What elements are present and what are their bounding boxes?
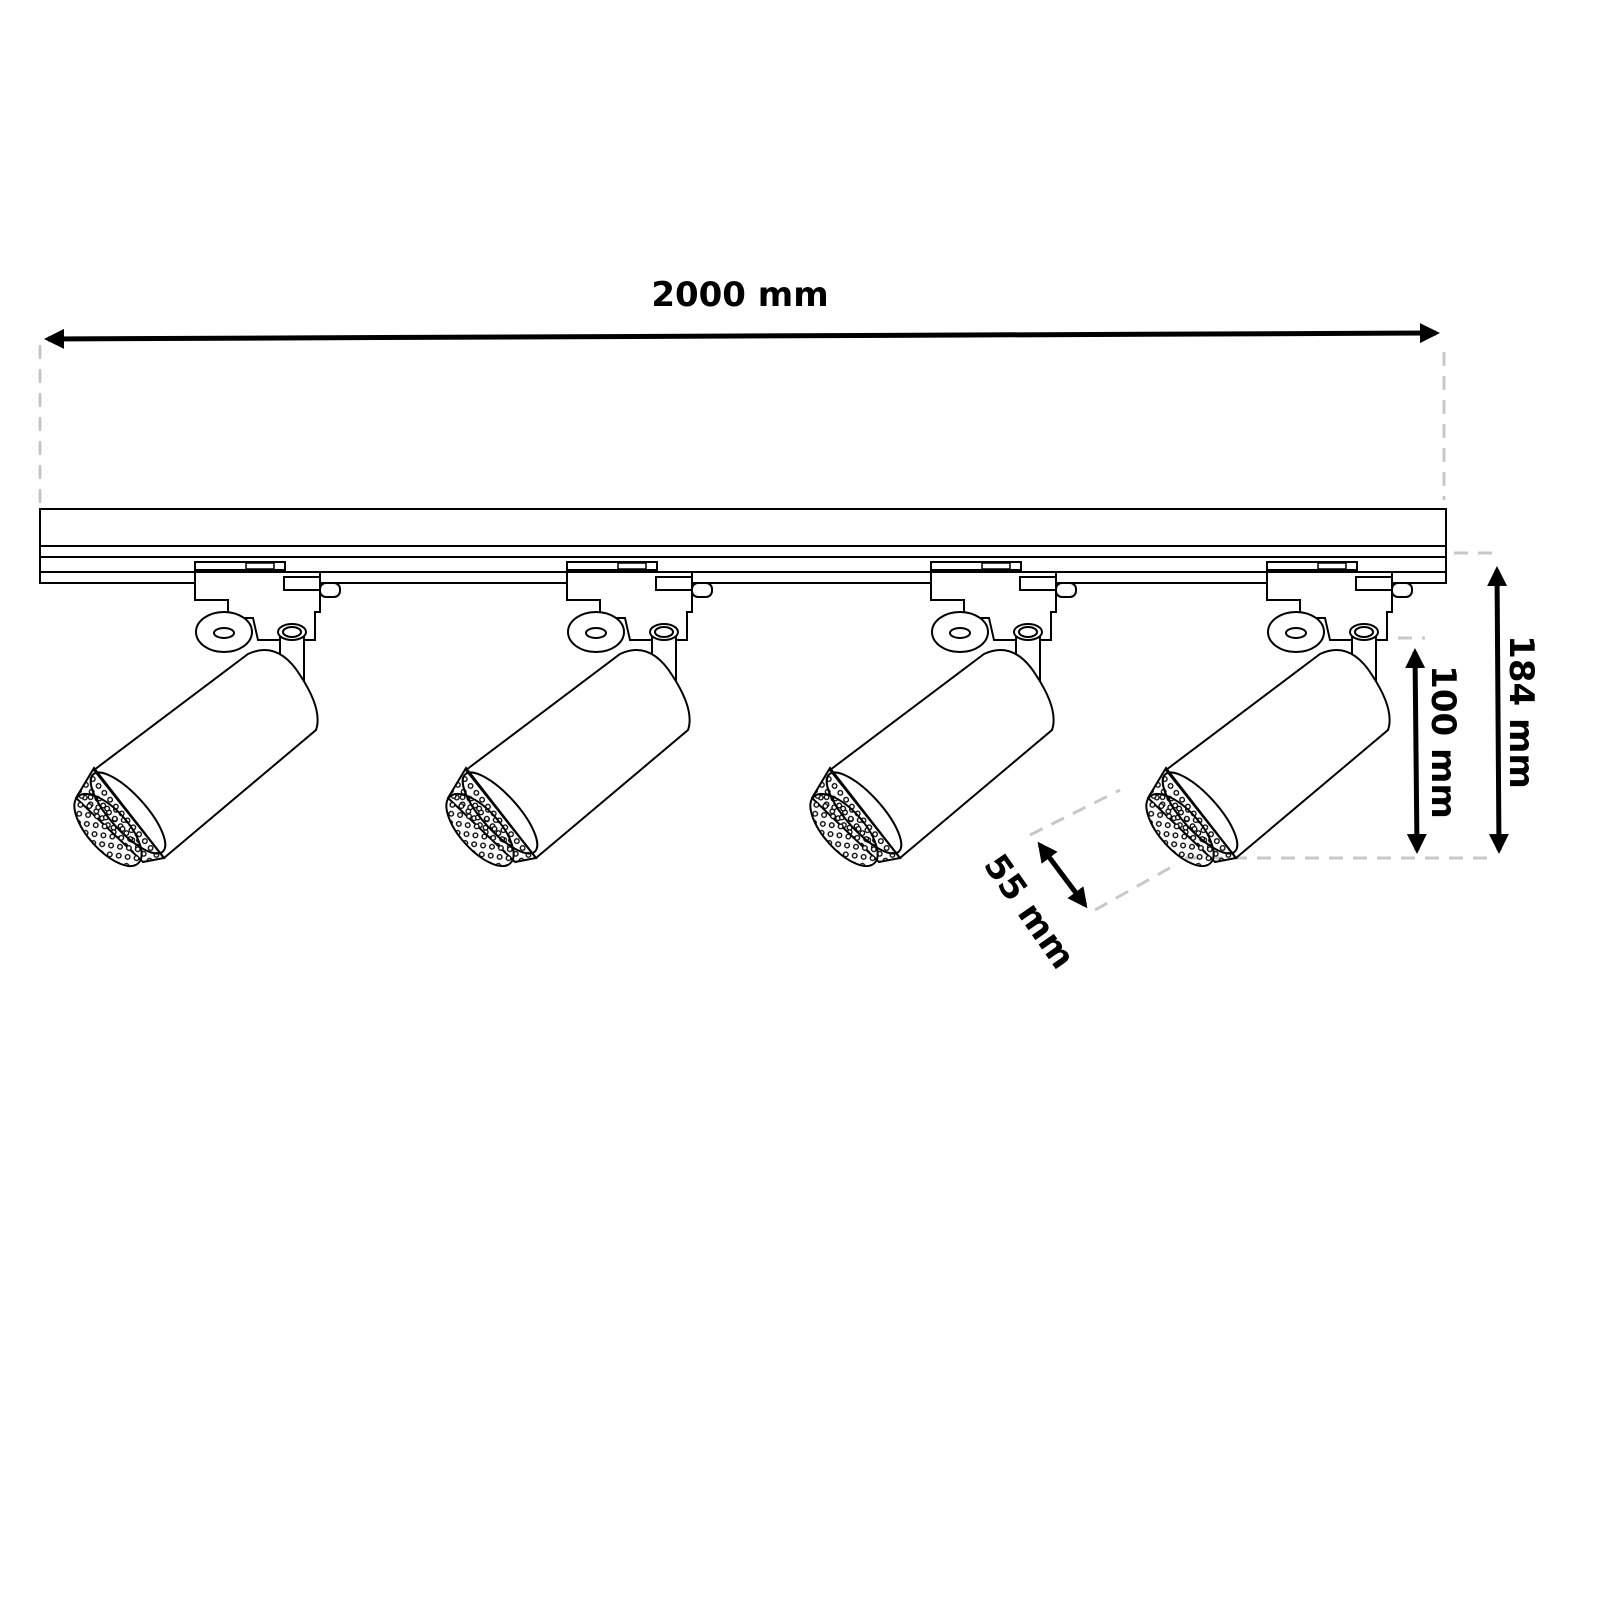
spotlight-3 xyxy=(798,561,1077,878)
spotlight-2 xyxy=(434,561,713,878)
total-height-arrow xyxy=(1487,566,1509,854)
length-arrow xyxy=(44,323,1440,349)
diameter-arrow xyxy=(1037,841,1088,909)
head-height-label: 100 mm xyxy=(1423,665,1463,819)
diameter-label: 55 mm xyxy=(975,847,1082,976)
total-height-label: 184 mm xyxy=(1501,635,1541,789)
spotlight-1 xyxy=(62,561,341,878)
length-label: 2000 mm xyxy=(651,275,828,315)
head-height-arrow xyxy=(1405,648,1427,854)
spotlight-4 xyxy=(1134,561,1413,878)
